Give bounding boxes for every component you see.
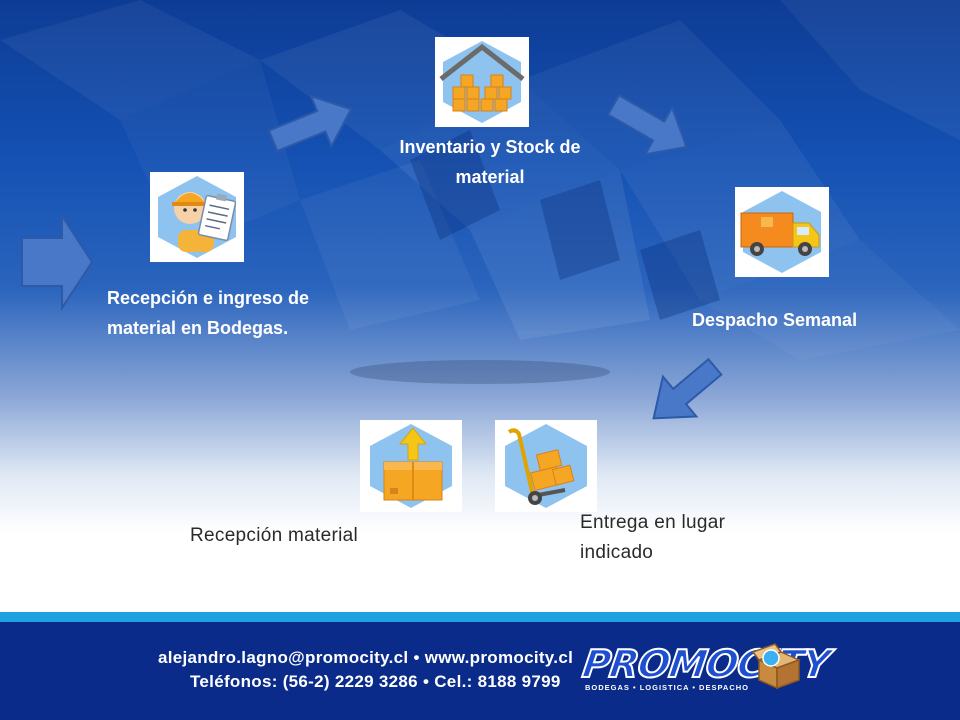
arrow-to-dispatch (606, 94, 688, 156)
step-label-inventory: Inventario y Stock de material (399, 137, 581, 187)
box-up-arrow-icon (360, 420, 462, 512)
arrow-to-inventory (267, 94, 353, 153)
logo-box-icon (751, 643, 802, 690)
logo-tagline: BODEGAS • LOGISTICA • DESPACHO (585, 683, 750, 692)
contact-phones: Teléfonos: (56-2) 2229 3286 • Cel.: 8188… (190, 672, 561, 691)
start-arrow (21, 212, 94, 312)
footer-bar (0, 612, 960, 720)
step-label-delivery: Entrega en lugar indicado (580, 512, 726, 563)
warehouse-boxes-icon (435, 37, 529, 127)
step-label-reception: Recepción material (190, 525, 359, 546)
contact-email-web: alejandro.lagno@promocity.cl • www.promo… (158, 648, 574, 667)
footer-stripe (0, 612, 960, 622)
step-label-dispatch: Despacho Semanal (692, 310, 858, 330)
worker-clipboard-icon (150, 172, 244, 262)
promocity-logo: PROMOCITY BODEGAS • LOGISTICA • DESPACHO (579, 640, 833, 700)
delivery-truck-icon (735, 187, 829, 277)
arrow-to-delivery (652, 357, 723, 420)
hand-truck-boxes-icon (495, 420, 597, 512)
step-label-reception-entry: Recepción e ingreso de material en Bodeg… (107, 288, 310, 338)
